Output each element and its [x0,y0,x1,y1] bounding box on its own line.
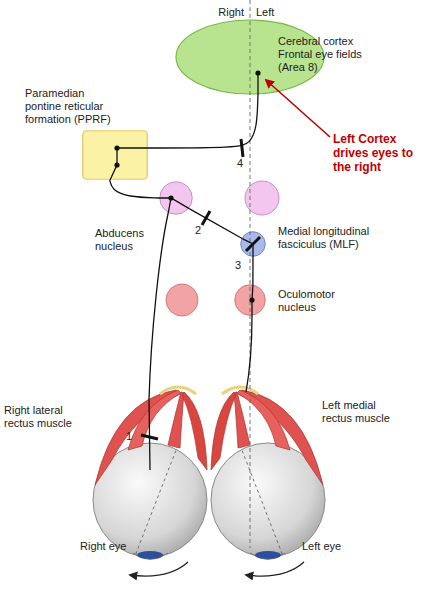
oculomotor-nucleus-right [166,284,198,316]
neural-pathway [110,180,159,198]
callout-number: 2 [195,224,209,237]
medial-rectus-muscle [182,392,207,470]
rectus-muscle [168,392,184,448]
structure-label: Medial longitudinal fasciculus (MLF) [278,225,382,251]
eye-axis [240,445,283,556]
medial-rectus-muscle [211,392,236,470]
callout-number: 3 [235,259,249,272]
muscle-label: Left medial rectus muscle [322,399,402,425]
pupil [137,551,163,559]
abducens-nerve [149,198,171,470]
rectus-muscle [234,392,250,448]
node-outline [82,130,148,180]
nucleus-shape [160,182,193,215]
rotation-arrow [130,562,188,576]
neural-pathway [252,257,253,284]
callout-number: 4 [237,157,251,170]
nucleus-circle: Oculomotor nucleus [234,284,266,316]
nucleus-box: Paramedian pontine reticular formation (… [82,130,148,180]
tendon-ring [160,387,196,394]
eye-label: Left eye [302,540,362,553]
node-outline [234,284,266,316]
tendon-ring [222,387,258,394]
pupil [255,551,281,559]
structure-label: Abducens nucleus [95,227,157,253]
nucleus-shape [235,285,266,316]
nucleus-rect [83,131,148,180]
structure-label: Oculomotor nucleus [278,288,350,314]
lesion-mark [141,435,158,439]
lateral-rectus-muscle [95,390,180,485]
abducens-nucleus-left [245,181,279,215]
muscle-label: Right lateral rectus muscle [4,404,82,430]
neural-pathway [190,209,243,239]
node-outline [240,231,266,257]
tract-circle: Medial longitudinal fasciculus (MLF) [240,231,266,257]
lateral-rectus-muscle [238,390,323,485]
side-label: Right [200,6,244,19]
lesion-mark [241,139,243,157]
side-label: Left [256,6,300,19]
structure-label: Cerebral cortex Frontal eye fields (Area… [278,35,370,74]
lesion-mark [202,211,210,225]
node-outline [159,181,193,215]
structure-label: Paramedian pontine reticular formation (… [25,87,117,126]
annotation-note: Left Cortex drives eyes to the right [333,132,417,174]
callout-number: 1 [126,430,140,443]
neural-pathway [148,95,258,148]
eye-axis [135,445,178,556]
cortex-region: Cerebral cortex Frontal eye fields (Area… [175,19,325,95]
nucleus-circle: Abducens nucleus [159,181,193,215]
rotation-arrow [246,562,304,576]
nucleus-shape [241,232,266,257]
eye-label: Right eye [80,540,140,553]
